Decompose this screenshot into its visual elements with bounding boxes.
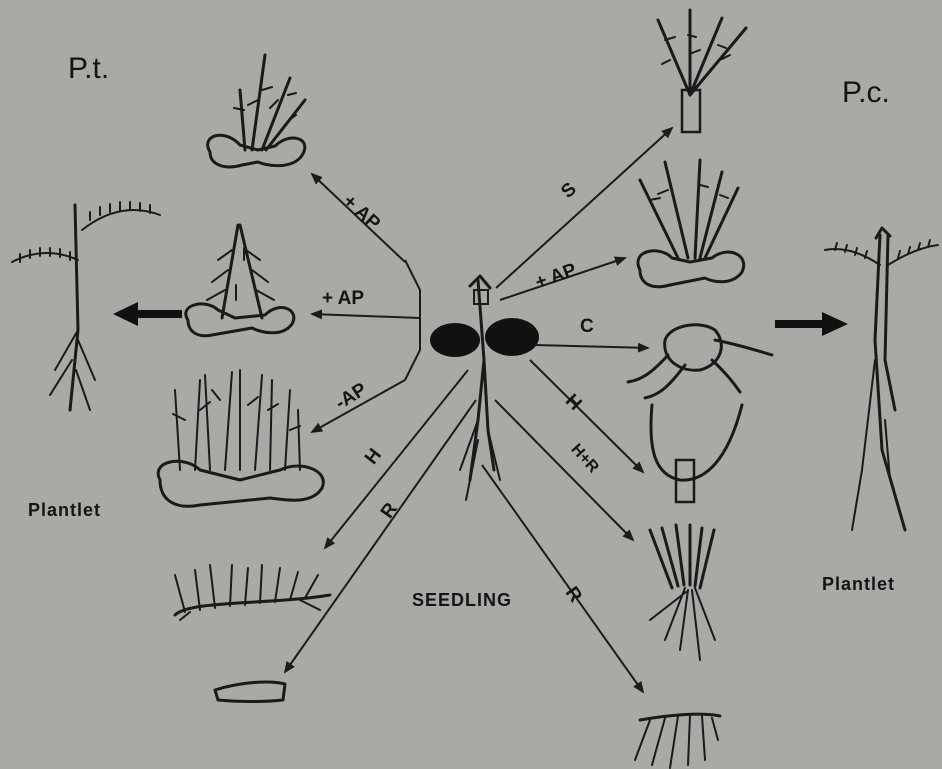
plantlet-label-right: Plantlet <box>822 574 895 595</box>
plantlet-label-left: Plantlet <box>28 500 101 521</box>
species-label-pt: P.t. <box>68 52 109 86</box>
explant-shoots-top-right <box>658 10 746 132</box>
plantlet-right-illustration <box>825 228 938 530</box>
edge-label-ap-mid: + AP <box>322 288 364 310</box>
seedling-illustration <box>430 276 539 500</box>
arrow-ap-mid <box>312 314 420 318</box>
explant-roots-h-right <box>651 405 742 502</box>
left-bracket <box>405 260 420 380</box>
explant-shoots-right <box>638 160 744 287</box>
arrow-r-right <box>482 465 643 692</box>
arrow-s <box>496 128 672 288</box>
explant-shoots-top-left <box>208 55 305 167</box>
explant-shoots-middle-left <box>186 225 294 336</box>
explant-roots-left <box>175 565 330 620</box>
arrow-hr <box>495 400 633 540</box>
species-label-pc: P.c. <box>842 76 890 110</box>
arrow-r-left <box>285 400 476 672</box>
arrow-c <box>535 345 648 348</box>
thick-arrow-left <box>113 302 182 326</box>
edge-label-c: C <box>580 316 594 338</box>
explant-callus-right <box>628 325 772 398</box>
seedling-label: SEEDLING <box>412 590 512 611</box>
explant-segment-left <box>215 682 285 702</box>
explant-roots-hr-right <box>650 525 715 660</box>
thick-arrow-right <box>775 312 848 336</box>
explant-callus-shoots-left <box>158 370 323 506</box>
explant-roots-r-right <box>635 714 720 768</box>
